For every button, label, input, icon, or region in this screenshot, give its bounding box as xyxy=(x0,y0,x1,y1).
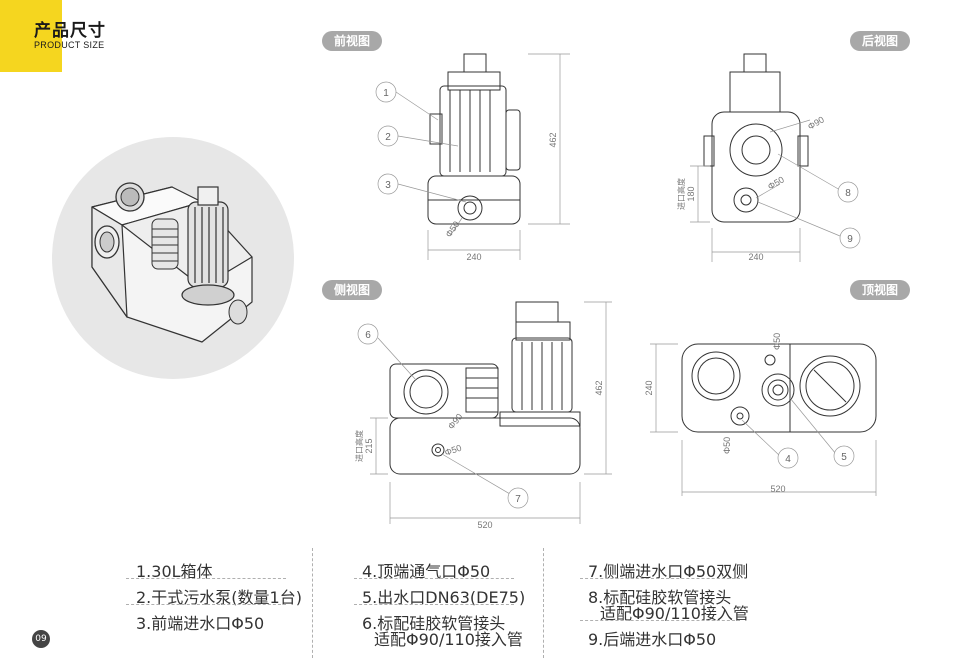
back-width-dim: 240 xyxy=(748,252,763,262)
top-dia50b-dim: Φ50 xyxy=(722,437,732,454)
back-dia50-dim: Φ50 xyxy=(766,174,786,191)
callout-2: 2 xyxy=(385,132,391,143)
legend-item-9: 9.后端进水口Φ50 xyxy=(588,630,717,649)
legend-divider xyxy=(126,604,286,605)
callout-8: 8 xyxy=(845,188,851,199)
back-dia90-dim: Φ90 xyxy=(806,114,826,131)
page-title: 产品尺寸 xyxy=(34,21,106,41)
legend-item-5: 5.出水口DN63(DE75) xyxy=(362,588,526,607)
top-dia50a-dim: Φ50 xyxy=(772,333,782,350)
front-view-drawing: 240 462 Φ50 1 2 3 xyxy=(375,53,570,262)
legend-item-6: 6.标配硅胶软管接头 xyxy=(362,614,506,633)
legend-item-2: 2.干式污水泵(数量1台) xyxy=(136,588,302,607)
side-height-dim: 462 xyxy=(594,380,604,395)
legend-divider xyxy=(580,620,740,621)
view-label-top: 顶视图 xyxy=(850,280,911,300)
back-view-drawing: 240 180 进口高度 Φ90 Φ50 8 9 xyxy=(676,53,861,262)
top-height-dim: 240 xyxy=(644,380,654,395)
callout-4: 4 xyxy=(785,454,791,465)
legend-item-8: 8.标配硅胶软管接头 xyxy=(588,588,732,607)
callout-9: 9 xyxy=(847,234,853,245)
side-dia90-dim: Φ90 xyxy=(446,412,465,432)
legend-item-4: 4.顶端通气口Φ50 xyxy=(362,562,491,581)
back-inlet-label: 进口高度 xyxy=(676,178,686,210)
view-label-side: 侧视图 xyxy=(322,280,383,300)
legend-item-6-detail: 适配Φ90/110接入管 xyxy=(374,630,523,649)
top-width-dim: 520 xyxy=(770,484,785,494)
view-label-back: 后视图 xyxy=(850,31,911,51)
side-inlet-label: 进口高度 xyxy=(354,430,364,462)
legend-column-divider xyxy=(312,548,313,658)
legend-item-1: 1.30L箱体 xyxy=(136,562,213,581)
front-height-dim: 462 xyxy=(548,132,558,147)
side-view-drawing: 520 462 215 进口高度 Φ90 Φ50 6 7 xyxy=(354,301,612,528)
legend-divider xyxy=(126,578,286,579)
front-width-dim: 240 xyxy=(466,252,481,262)
legend-column-divider xyxy=(543,548,544,658)
legend-item-8-detail: 适配Φ90/110接入管 xyxy=(600,604,749,623)
page-subtitle: PRODUCT SIZE xyxy=(34,40,105,50)
header-accent-block xyxy=(0,0,62,72)
view-label-front: 前视图 xyxy=(322,31,383,51)
product-illustration xyxy=(91,182,253,343)
legend-divider xyxy=(354,604,514,605)
side-height2-dim: 215 xyxy=(364,438,374,453)
side-width-dim: 520 xyxy=(477,520,492,528)
legend-divider xyxy=(580,578,740,579)
side-dia50-dim: Φ50 xyxy=(443,443,463,458)
legend-item-7: 7.侧端进水口Φ50双侧 xyxy=(588,562,749,581)
legend-item-3: 3.前端进水口Φ50 xyxy=(136,614,265,633)
callout-1: 1 xyxy=(383,88,389,99)
page-number: 09 xyxy=(32,630,50,648)
callout-6: 6 xyxy=(365,330,371,341)
legend-divider xyxy=(354,578,514,579)
top-view-drawing: 520 240 Φ50 Φ50 4 5 xyxy=(644,333,877,496)
back-height-dim: 180 xyxy=(686,186,696,201)
callout-7: 7 xyxy=(515,494,521,505)
callout-3: 3 xyxy=(385,180,391,191)
callout-5: 5 xyxy=(841,452,847,463)
